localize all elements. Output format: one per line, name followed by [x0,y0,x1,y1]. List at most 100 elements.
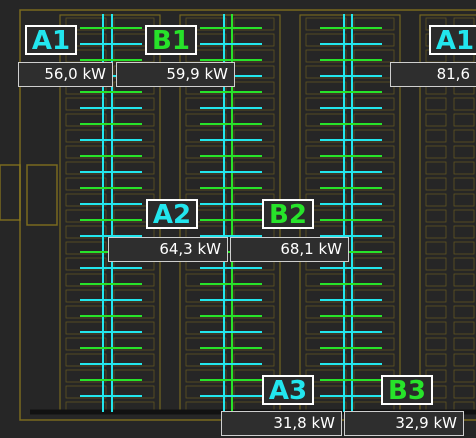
rack-cabinet [425,257,447,271]
rack-cabinet [453,353,475,367]
rack-cabinet [113,97,155,111]
zone-label-a2[interactable]: A2 [146,199,198,229]
zone-label-a3[interactable]: A3 [262,375,314,405]
rack-cabinet [453,241,475,255]
rack-cabinet [425,321,447,335]
rack-cabinet [233,81,275,95]
rack-cabinet [425,353,447,367]
rack-cabinet [305,161,347,175]
rack-cabinet [113,17,155,31]
zone-label-b3[interactable]: B3 [381,375,433,405]
rack-cabinet [425,129,447,143]
rack-cabinet [353,97,395,111]
rack-cabinet [353,193,395,207]
rack-cabinet [425,113,447,127]
rack-cabinet [453,305,475,319]
rack-cabinet [453,321,475,335]
rack-cabinet [233,337,275,351]
rack-cabinet [425,305,447,319]
rack-cabinet [453,113,475,127]
rack-cabinet [353,17,395,31]
rack-cabinet [425,97,447,111]
rack-cabinet [453,161,475,175]
rack-cabinet [305,65,347,79]
rack-cabinet [65,161,107,175]
rack-cabinet [453,209,475,223]
rack-cabinet [65,305,107,319]
rack-cabinet [305,321,347,335]
rack-cabinet [425,145,447,159]
power-readout-a2: 64,3 kW [108,237,228,262]
power-readout-a3: 31,8 kW [221,411,342,436]
rack-cabinet [453,97,475,111]
rack-cabinet [425,273,447,287]
rack-cabinet [353,225,395,239]
rack-cabinet [233,177,275,191]
rack-cabinet [453,177,475,191]
rack-row [299,14,401,414]
rack-cabinet [305,145,347,159]
rack-cabinet [65,113,107,127]
rack-cabinet [233,49,275,63]
rack-cabinet [453,257,475,271]
rack-cabinet [65,129,107,143]
rack-cabinet [113,289,155,303]
rack-cabinet [305,129,347,143]
rack-cabinet [453,129,475,143]
rack-cabinet [453,193,475,207]
rack-cabinet [453,273,475,287]
rack-cabinet [65,97,107,111]
rack-cabinet [425,225,447,239]
rack-cabinet [65,385,107,399]
rack-cabinet [65,369,107,383]
rack-cabinet [453,369,475,383]
rack-cabinet [65,209,107,223]
zone-label-a1-left[interactable]: A1 [25,25,77,55]
rack-cabinet [113,305,155,319]
rack-cabinet [353,33,395,47]
rack-cabinet [113,145,155,159]
rack-cabinet [305,273,347,287]
rack-cabinet [65,177,107,191]
rack-cabinet [65,321,107,335]
rack-cabinet [185,337,227,351]
rack-cabinet [233,33,275,47]
rack-cabinet [353,273,395,287]
rack-cabinet [185,369,227,383]
rack-cabinet [353,337,395,351]
rack-cabinet [113,113,155,127]
rack-cabinet [425,241,447,255]
rack-cabinet [233,305,275,319]
rack-cabinet [113,177,155,191]
rack-cabinet [113,385,155,399]
rack-cabinet [453,145,475,159]
rack-cabinet [65,225,107,239]
power-readout-a1-right: 81,6 [390,62,476,87]
rack-cabinet [185,305,227,319]
rack-cabinet [113,369,155,383]
rack-cabinet [233,17,275,31]
rack-cabinet [185,321,227,335]
rack-cabinet [305,81,347,95]
rack-cabinet [305,353,347,367]
zone-label-a1-right[interactable]: A1 [429,25,476,55]
rack-cabinet [185,289,227,303]
zone-label-b1[interactable]: B1 [145,25,197,55]
rack-cabinet [185,385,227,399]
rack-cabinet [185,129,227,143]
room-door [0,164,21,221]
rack-cabinet [233,113,275,127]
rack-cabinet [233,321,275,335]
rack-cabinet [353,257,395,271]
rack-cabinet [425,289,447,303]
rack-cabinet [305,17,347,31]
rack-cabinet [185,97,227,111]
rack-cabinet [185,113,227,127]
zone-label-b2[interactable]: B2 [262,199,314,229]
rack-cabinet [353,129,395,143]
rack-cabinet [425,161,447,175]
rack-cabinet [305,33,347,47]
rack-cabinet [65,273,107,287]
rack-cabinet [353,145,395,159]
